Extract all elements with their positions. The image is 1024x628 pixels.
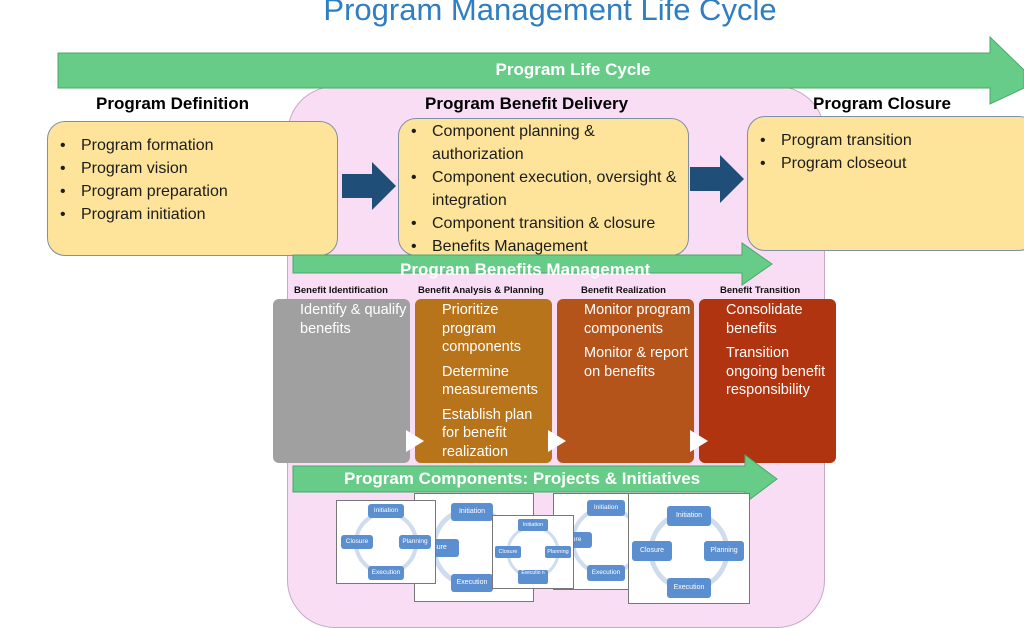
delivery-header: Program Benefit Delivery: [425, 94, 629, 113]
phase-item: Monitor program components: [584, 302, 691, 337]
mini-cycle-card: Initiation Closure Planning Executio n: [492, 515, 574, 589]
closure-box: Program transition Program closeout: [747, 116, 1024, 251]
phase-item: Consolidate benefits: [726, 302, 803, 337]
mini-cycle-execution-fragment: Executio n: [518, 570, 548, 584]
mini-cycle-card: Initiation Closure Planning Execution: [628, 493, 750, 604]
mini-cycle-execution: Execution: [667, 578, 711, 598]
components-arrow: [292, 454, 778, 504]
phase-box-realization: Monitor program components Monitor & rep…: [557, 299, 694, 463]
mini-cycle-initiation: Initiation: [518, 519, 548, 531]
delivery-item: Component planning & authorization: [399, 120, 688, 166]
closure-item: Program closeout: [748, 152, 1024, 175]
phase-item: Identify & qualify benefits: [300, 302, 407, 337]
chevron-right-icon: [406, 430, 424, 452]
mini-cycle-initiation: Initiation: [587, 500, 625, 516]
mini-cycle-initiation: Initiation: [368, 504, 404, 518]
phase-header: Benefit Transition: [720, 285, 801, 296]
mini-cycle-initiation: Initiation: [667, 506, 711, 526]
benefits-management-arrow: [292, 242, 773, 286]
definition-header: Program Definition: [96, 94, 250, 113]
delivery-item: Benefits Management: [399, 235, 688, 258]
definition-item: Program preparation: [48, 180, 337, 203]
mini-cycle-card: Initiation Closure Planning Execution: [336, 500, 436, 584]
phase-item: Establish plan for benefit realization: [442, 406, 533, 460]
phase-item: Prioritize program components: [442, 302, 521, 355]
mini-cycle-execution: Execution: [451, 574, 493, 592]
mini-cycle-planning: Planning: [704, 541, 744, 561]
delivery-item: Component execution, oversight & integra…: [399, 166, 688, 212]
phase-box-analysis: Prioritize program components Determine …: [415, 299, 552, 463]
flow-arrow-right-icon: [690, 155, 744, 203]
chevron-right-icon: [548, 430, 566, 452]
mini-cycle-initiation: Initiation: [451, 503, 493, 521]
mini-cycle-execution: Execution: [587, 565, 625, 581]
mini-cycle-planning: Planning: [399, 535, 431, 549]
delivery-item: Component transition & closure: [399, 212, 688, 235]
life-cycle-arrow: [57, 35, 1024, 105]
phase-header: Benefit Identification: [294, 285, 388, 296]
delivery-box: Component planning & authorization Compo…: [398, 118, 689, 258]
phase-box-transition: Consolidate benefits Transition ongoing …: [699, 299, 836, 463]
definition-item: Program formation: [48, 134, 337, 157]
mini-cycle-planning: Planning: [545, 546, 571, 558]
components-label: Program Components: Projects & Initiativ…: [344, 469, 701, 488]
life-cycle-label: Program Life Cycle: [495, 60, 651, 79]
mini-cycle-closure: Closure: [341, 535, 373, 549]
benefits-management-label: Program Benefits Management: [400, 260, 651, 279]
definition-item: Program initiation: [48, 203, 337, 226]
mini-cycle-closure: Closure: [632, 541, 672, 561]
phase-item: Transition ongoing benefit responsibilit…: [726, 345, 826, 398]
closure-item: Program transition: [748, 129, 1024, 152]
flow-arrow-right-icon: [342, 162, 396, 210]
definition-box: Program formation Program vision Program…: [47, 121, 338, 256]
phase-item: Determine measurements: [442, 363, 538, 399]
mini-cycle-execution: Execution: [368, 566, 404, 580]
chevron-right-icon: [690, 430, 708, 452]
phase-header: Benefit Realization: [581, 285, 666, 296]
closure-header: Program Closure: [813, 94, 951, 113]
page-title: Program Management Life Cycle: [323, 0, 777, 27]
mini-cycle-closure: Closure: [495, 546, 521, 558]
phase-item: Monitor & report on benefits: [584, 345, 688, 380]
phase-header: Benefit Analysis & Planning: [418, 285, 544, 296]
definition-item: Program vision: [48, 157, 337, 180]
phase-box-identification: Identify & qualify benefits: [273, 299, 410, 463]
